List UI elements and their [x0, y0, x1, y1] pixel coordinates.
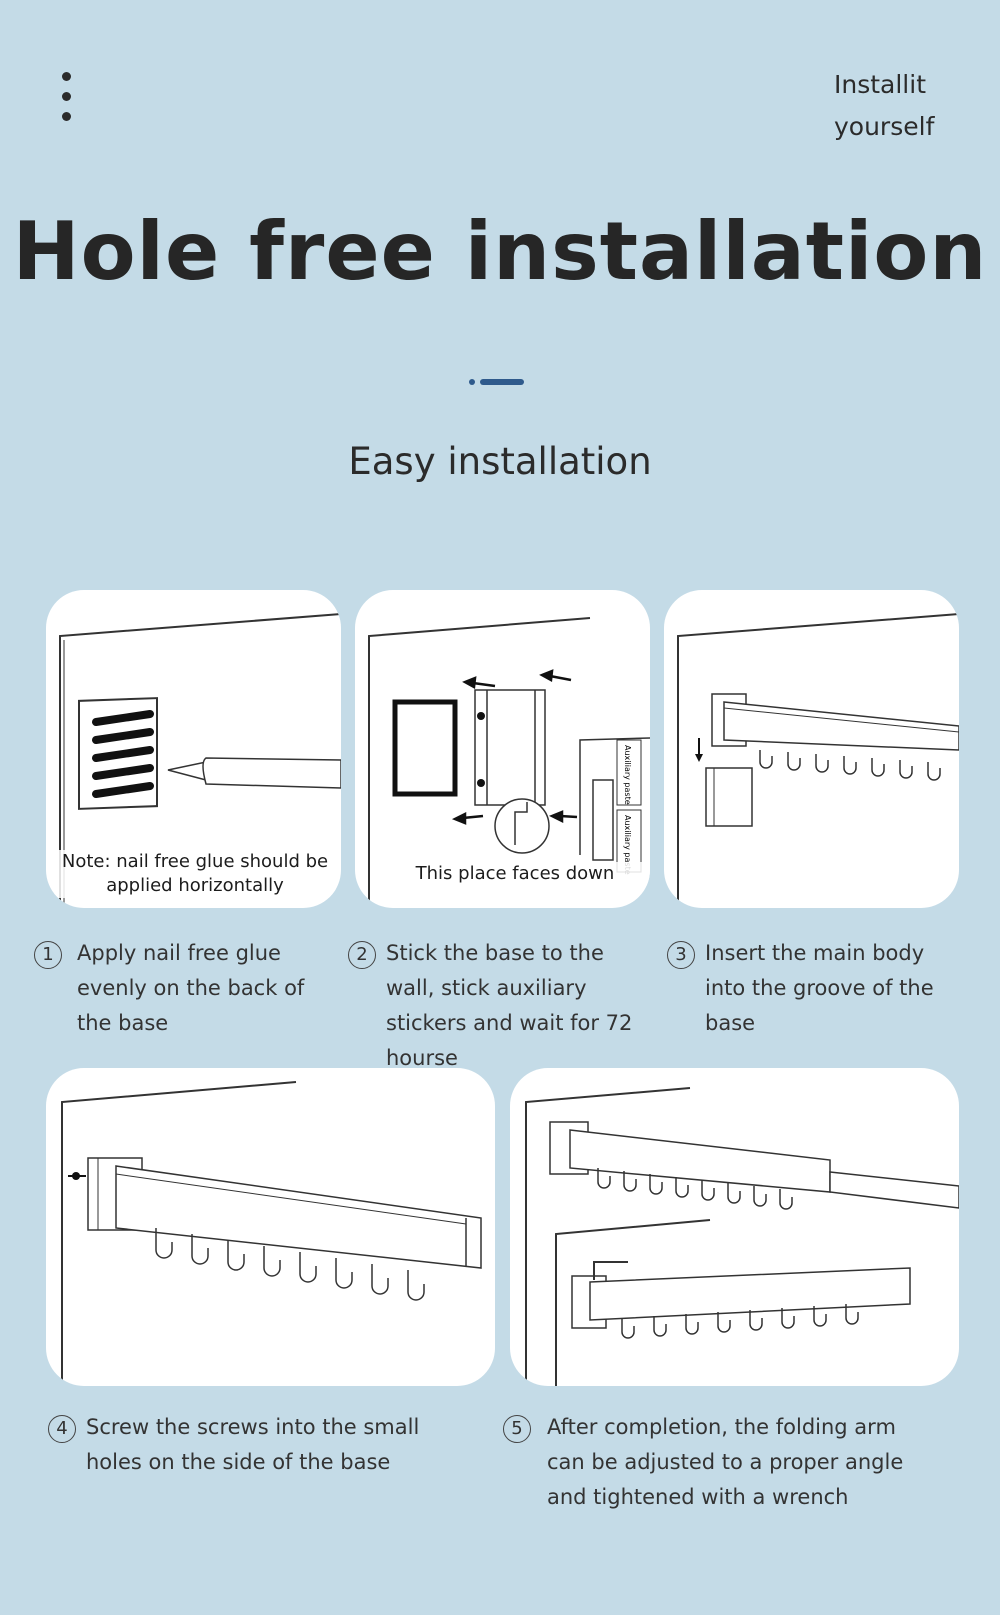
step-2-number: 2 — [348, 941, 376, 969]
step-5-number: 5 — [503, 1415, 531, 1443]
vertical-dots-icon[interactable] — [62, 72, 74, 124]
title-divider — [469, 379, 529, 385]
glue-note: Note: nail free glue should be applied h… — [54, 850, 336, 898]
step-2-illustration: Auxiliary paste Auxiliary paste This pla… — [355, 590, 650, 908]
step-1-illustration: Note: nail free glue should be applied h… — [46, 590, 341, 908]
screw-fixing-drawing — [61, 1081, 482, 1386]
glue-application-drawing — [59, 613, 341, 908]
page-title: Hole free installation — [12, 205, 988, 298]
sticker-label-1: Auxiliary paste — [623, 745, 632, 805]
step-4-illustration — [46, 1068, 495, 1386]
step-2-text: Stick the base to the wall, stick auxili… — [386, 941, 633, 1070]
step-3-text: Insert the main body into the groove of … — [705, 941, 934, 1035]
step-5-text: After completion, the folding arm can be… — [547, 1415, 904, 1509]
adjust-arm-drawing — [525, 1087, 959, 1386]
step-1-number: 1 — [34, 941, 62, 969]
sticker-label-2: Auxiliary paste — [623, 815, 632, 875]
corner-line-1: Installit — [834, 70, 927, 99]
glue-note-text: Note: nail free glue should be applied h… — [61, 851, 329, 896]
step-4-number: 4 — [48, 1415, 76, 1443]
corner-line-2: yourself — [834, 112, 935, 141]
step-3-number: 3 — [667, 941, 695, 969]
section-subtitle: Easy installation — [348, 440, 652, 483]
step-1-text: Apply nail free glue evenly on the back … — [77, 941, 305, 1035]
step-5-illustration — [510, 1068, 959, 1386]
install-yourself-label: Installit yourself — [834, 64, 954, 148]
faces-down-note: This place faces down — [375, 862, 650, 886]
insert-body-drawing — [677, 613, 959, 908]
step-4-text: Screw the screws into the small holes on… — [86, 1415, 420, 1474]
step-3-illustration — [664, 590, 959, 908]
base-sticking-drawing: Auxiliary paste Auxiliary paste — [368, 617, 650, 908]
